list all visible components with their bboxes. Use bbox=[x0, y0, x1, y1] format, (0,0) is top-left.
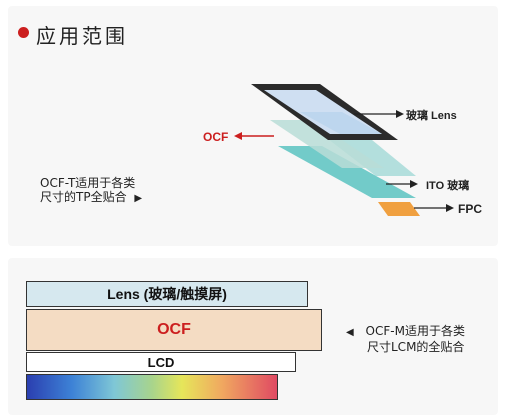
fpc-tab bbox=[378, 202, 420, 216]
ocf-m-note-line1-wrap: ◀ OCF-M适用于各类 bbox=[346, 324, 465, 340]
ocf-film-layer bbox=[270, 120, 384, 168]
lens-glass-lower bbox=[300, 112, 382, 134]
fpc-arrowhead-icon bbox=[446, 204, 454, 212]
title-bullet-icon bbox=[18, 27, 29, 38]
spectrum-layer bbox=[26, 374, 278, 400]
ocf-t-note-line2: 尺寸的TP全贴合 bbox=[40, 190, 127, 204]
top-panel bbox=[8, 6, 498, 246]
ocf-label: OCF bbox=[203, 130, 228, 144]
lens-arrowhead-icon bbox=[396, 110, 404, 118]
ocf-t-note: OCF-T适用于各类 尺寸的TP全贴合 ▶ bbox=[40, 176, 142, 206]
lens-label: 玻璃 Lens bbox=[406, 108, 457, 122]
ocf-m-note-line2: 尺寸LCM的全贴合 bbox=[367, 340, 465, 354]
ito-arrowhead-icon bbox=[410, 180, 418, 188]
play-left-icon: ◀ bbox=[346, 327, 354, 338]
ocf-m-note: ◀ OCF-M适用于各类 尺寸LCM的全贴合 bbox=[346, 324, 465, 354]
lens-layer: Lens (玻璃/触摸屏) bbox=[26, 281, 308, 307]
ito-glass-layer bbox=[278, 146, 416, 198]
ocf-t-note-line2-wrap: 尺寸的TP全贴合 ▶ bbox=[40, 190, 142, 206]
ocf-t-note-line1: OCF-T适用于各类 bbox=[40, 176, 136, 190]
ocf-m-note-line1: OCF-M适用于各类 bbox=[365, 324, 465, 338]
lamination-diagram: 玻璃 Lens OCF ITO 玻璃 FPC bbox=[203, 84, 482, 216]
fpc-label: FPC bbox=[458, 202, 482, 216]
lcd-layer: LCD bbox=[26, 352, 296, 372]
ito-label: ITO 玻璃 bbox=[426, 178, 469, 192]
ocf-arrowhead-icon bbox=[234, 132, 242, 140]
ocf-layer: OCF bbox=[26, 309, 322, 351]
play-right-icon: ▶ bbox=[134, 193, 143, 204]
section-title: 应用范围 bbox=[36, 24, 128, 48]
